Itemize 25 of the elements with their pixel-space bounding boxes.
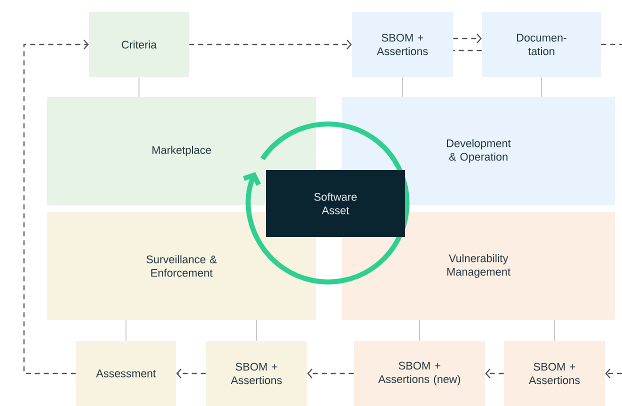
connector-line: [541, 76, 542, 98]
arrow: [23, 40, 89, 374]
arrow: [605, 368, 622, 378]
arrow: [453, 34, 482, 44]
arrow: [189, 40, 352, 50]
connector-line: [554, 320, 555, 342]
arrow: [176, 368, 206, 378]
arrow: [485, 368, 504, 378]
process-box: Criteria: [89, 12, 189, 77]
dashed-line: [601, 44, 622, 46]
connector-line: [402, 76, 403, 98]
process-box: SBOM + Assertions: [504, 341, 605, 406]
asset-box: Software Asset: [266, 170, 405, 237]
process-box: SBOM + Assertions: [206, 341, 307, 406]
connector-line: [138, 76, 140, 98]
process-box: Documen- tation: [482, 12, 601, 77]
process-box: Assessment: [76, 341, 176, 406]
area-panel: Marketplace: [47, 97, 316, 205]
connector-line: [419, 320, 420, 342]
connector-line: [256, 320, 257, 342]
dashed-line: [453, 50, 482, 52]
arrow: [307, 368, 354, 378]
process-box: SBOM + Assertions: [352, 12, 453, 77]
area-panel: Surveillance & Enforcement: [47, 212, 316, 320]
process-box: SBOM + Assertions (new): [354, 341, 485, 406]
